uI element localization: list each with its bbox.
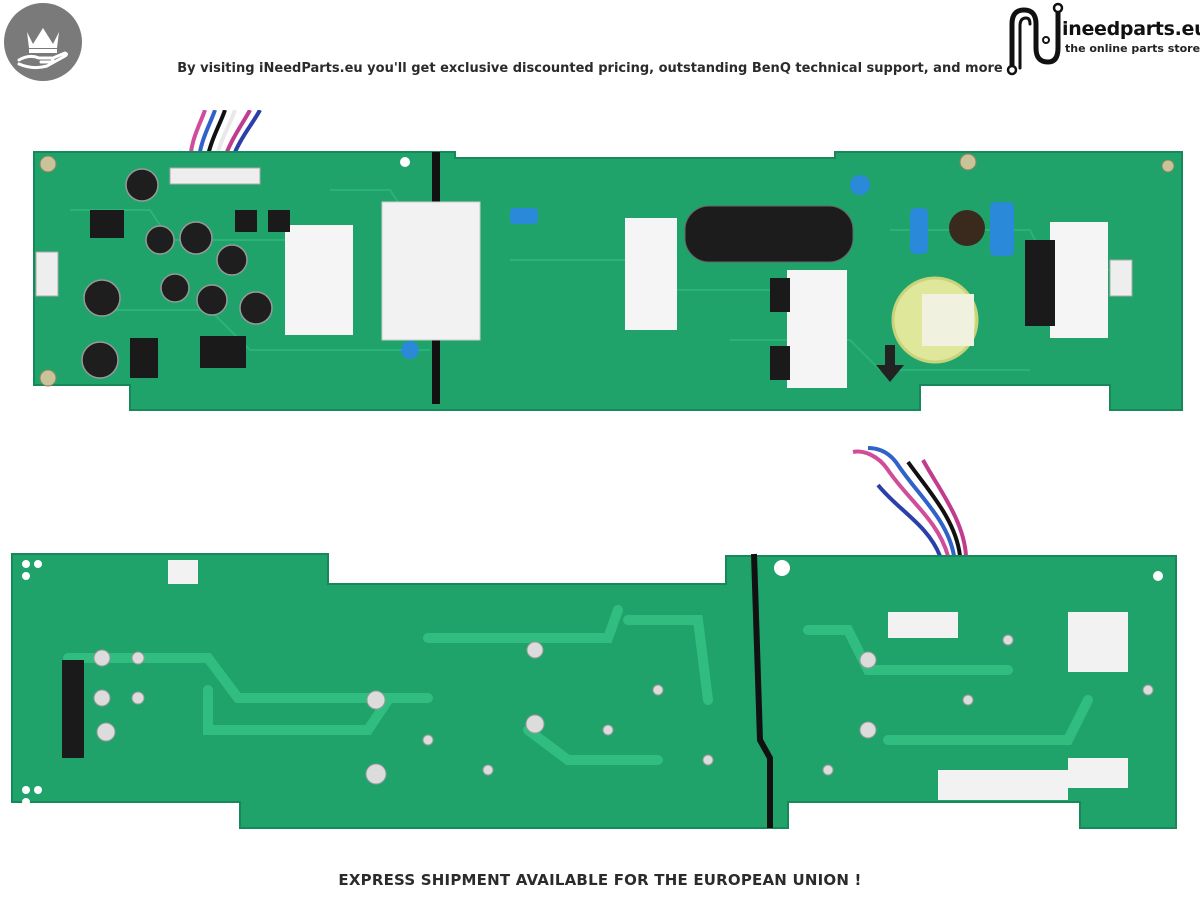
ineedparts-logo-icon (1006, 2, 1064, 76)
pcb-bottom-board (11, 553, 1177, 829)
wire-harness-bottom (852, 446, 968, 557)
pcb-component-side-photo (33, 110, 1183, 411)
pcb-solder-side-photo (11, 446, 1177, 829)
logo-subtitle: the online parts store (1065, 42, 1200, 55)
pcb-top-board (33, 151, 1183, 411)
ineedparts-logo[interactable]: ineedparts.eu the online parts store (1002, 2, 1200, 76)
promo-tagline: By visiting iNeedParts.eu you'll get exc… (177, 61, 1003, 76)
logo-name: ineedparts.eu (1062, 18, 1200, 40)
wire-harness-top (188, 110, 262, 166)
shipping-banner: EXPRESS SHIPMENT AVAILABLE FOR THE EUROP… (338, 871, 862, 889)
crown-hand-icon (4, 3, 82, 81)
